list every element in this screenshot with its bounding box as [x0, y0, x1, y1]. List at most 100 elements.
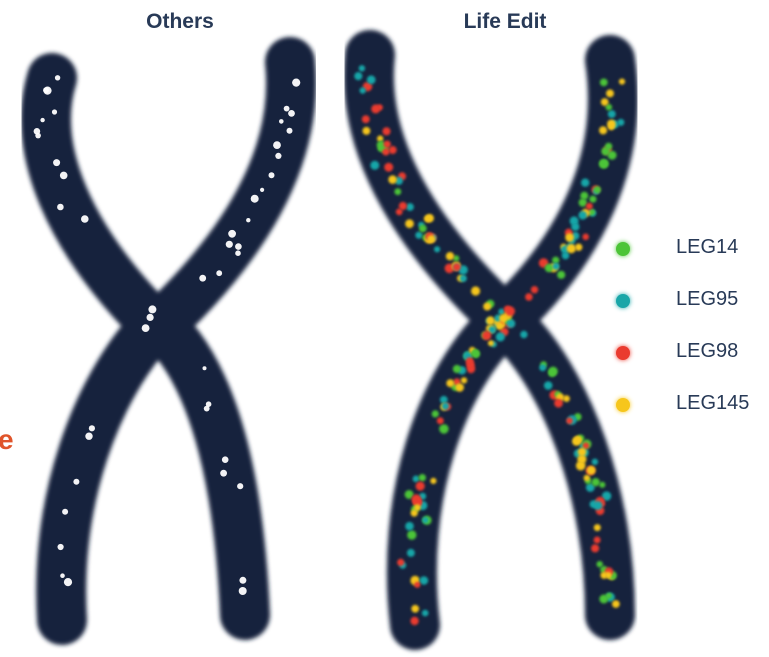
marker-dot-colored — [562, 252, 570, 260]
marker-dot-white — [85, 433, 92, 440]
marker-dot-colored — [594, 524, 601, 531]
marker-dot-white — [228, 230, 236, 238]
marker-dot-white — [260, 188, 264, 192]
marker-dot-colored — [520, 331, 527, 338]
marker-dot-colored — [414, 582, 420, 588]
marker-dot-colored — [593, 501, 602, 510]
marker-dot-white — [57, 204, 64, 211]
marker-dot-colored — [362, 115, 370, 123]
marker-dot-colored — [419, 474, 426, 481]
marker-dot-colored — [608, 151, 617, 160]
marker-dot-colored — [607, 120, 616, 129]
marker-dot-colored — [617, 119, 624, 126]
marker-dot-colored — [437, 417, 444, 424]
marker-dot-colored — [384, 141, 391, 148]
marker-dot-colored — [439, 424, 449, 434]
marker-dot-colored — [496, 332, 505, 341]
marker-dot-colored — [586, 203, 593, 210]
marker-dot-white — [226, 241, 233, 248]
marker-dot-colored — [576, 461, 586, 471]
marker-dot-colored — [587, 466, 596, 475]
marker-dot-colored — [411, 605, 419, 613]
chromosome-life-edit — [369, 55, 613, 625]
legend-dot — [616, 242, 630, 256]
marker-dot-white — [203, 366, 207, 370]
marker-dot-white — [246, 218, 250, 222]
marker-dot-white — [43, 87, 51, 95]
marker-dot-colored — [446, 252, 454, 260]
marker-dot-colored — [578, 211, 587, 220]
marker-dot-colored — [399, 202, 407, 210]
marker-legend: LEG14 LEG95 LEG98 LEG145 — [612, 234, 769, 442]
marker-dot-colored — [600, 159, 609, 168]
marker-dot-white — [269, 172, 275, 178]
marker-dot-colored — [406, 203, 414, 211]
marker-dot-white — [292, 79, 300, 87]
legend-dot — [616, 346, 630, 360]
marker-dot-colored — [407, 530, 416, 539]
marker-dot-colored — [453, 365, 461, 373]
marker-dot-colored — [589, 196, 596, 203]
marker-dot-white — [40, 118, 44, 122]
marker-dot-colored — [422, 610, 429, 617]
marker-dot-colored — [362, 127, 370, 135]
marker-dot-white — [52, 109, 57, 114]
marker-dot-white — [73, 479, 79, 485]
legend-item-leg95: LEG95 — [612, 286, 769, 338]
marker-dot-colored — [382, 148, 390, 156]
marker-dot-colored — [505, 306, 515, 316]
marker-dot-colored — [367, 75, 376, 84]
marker-dot-colored — [360, 87, 366, 93]
marker-dot-colored — [571, 223, 579, 231]
marker-dot-colored — [471, 286, 480, 295]
marker-dot-white — [275, 153, 281, 159]
marker-dot-white — [251, 195, 259, 203]
marker-dot-colored — [471, 349, 479, 357]
marker-dot-colored — [442, 402, 449, 409]
marker-dot-colored — [548, 369, 556, 377]
marker-dot-colored — [384, 163, 393, 172]
marker-dot-colored — [415, 232, 422, 239]
marker-dot-colored — [410, 617, 418, 625]
legend-label: LEG14 — [676, 236, 738, 259]
marker-dot-white — [220, 470, 227, 477]
marker-dot-colored — [407, 549, 415, 557]
marker-dot-colored — [552, 263, 559, 270]
marker-dot-colored — [434, 246, 440, 252]
marker-dot-colored — [600, 79, 608, 87]
marker-dot-colored — [545, 264, 553, 272]
marker-dot-colored — [354, 72, 362, 80]
marker-dot-colored — [601, 98, 609, 106]
marker-dot-colored — [382, 127, 390, 135]
marker-dot-colored — [370, 161, 379, 170]
marker-dot-white — [237, 483, 243, 489]
marker-dot-colored — [599, 482, 605, 488]
marker-dot-colored — [426, 214, 434, 222]
marker-dot-colored — [359, 65, 365, 71]
marker-dot-colored — [582, 234, 589, 241]
marker-dot-colored — [619, 79, 625, 85]
marker-dot-white — [60, 172, 68, 180]
marker-dot-white — [142, 324, 150, 332]
marker-dot-white — [239, 577, 246, 584]
marker-dot-colored — [554, 399, 563, 408]
marker-dot-colored — [455, 383, 464, 392]
marker-dot-colored — [412, 494, 422, 504]
marker-dot-colored — [394, 188, 401, 195]
marker-dot-colored — [606, 89, 614, 97]
marker-dot-white — [235, 250, 241, 256]
marker-dot-white — [58, 544, 64, 550]
marker-dot-white — [199, 275, 206, 282]
marker-dot-white — [34, 128, 41, 135]
marker-dot-colored — [413, 476, 420, 483]
marker-dot-colored — [591, 544, 599, 552]
marker-dot-colored — [592, 478, 600, 486]
marker-dot-white — [239, 587, 247, 595]
marker-dot-colored — [432, 410, 439, 417]
marker-dot-colored — [531, 286, 538, 293]
marker-dot-colored — [414, 504, 421, 511]
marker-dot-white — [222, 456, 229, 463]
legend-label: LEG95 — [676, 288, 738, 311]
marker-dot-colored — [575, 244, 582, 251]
marker-dot-white — [55, 75, 60, 80]
